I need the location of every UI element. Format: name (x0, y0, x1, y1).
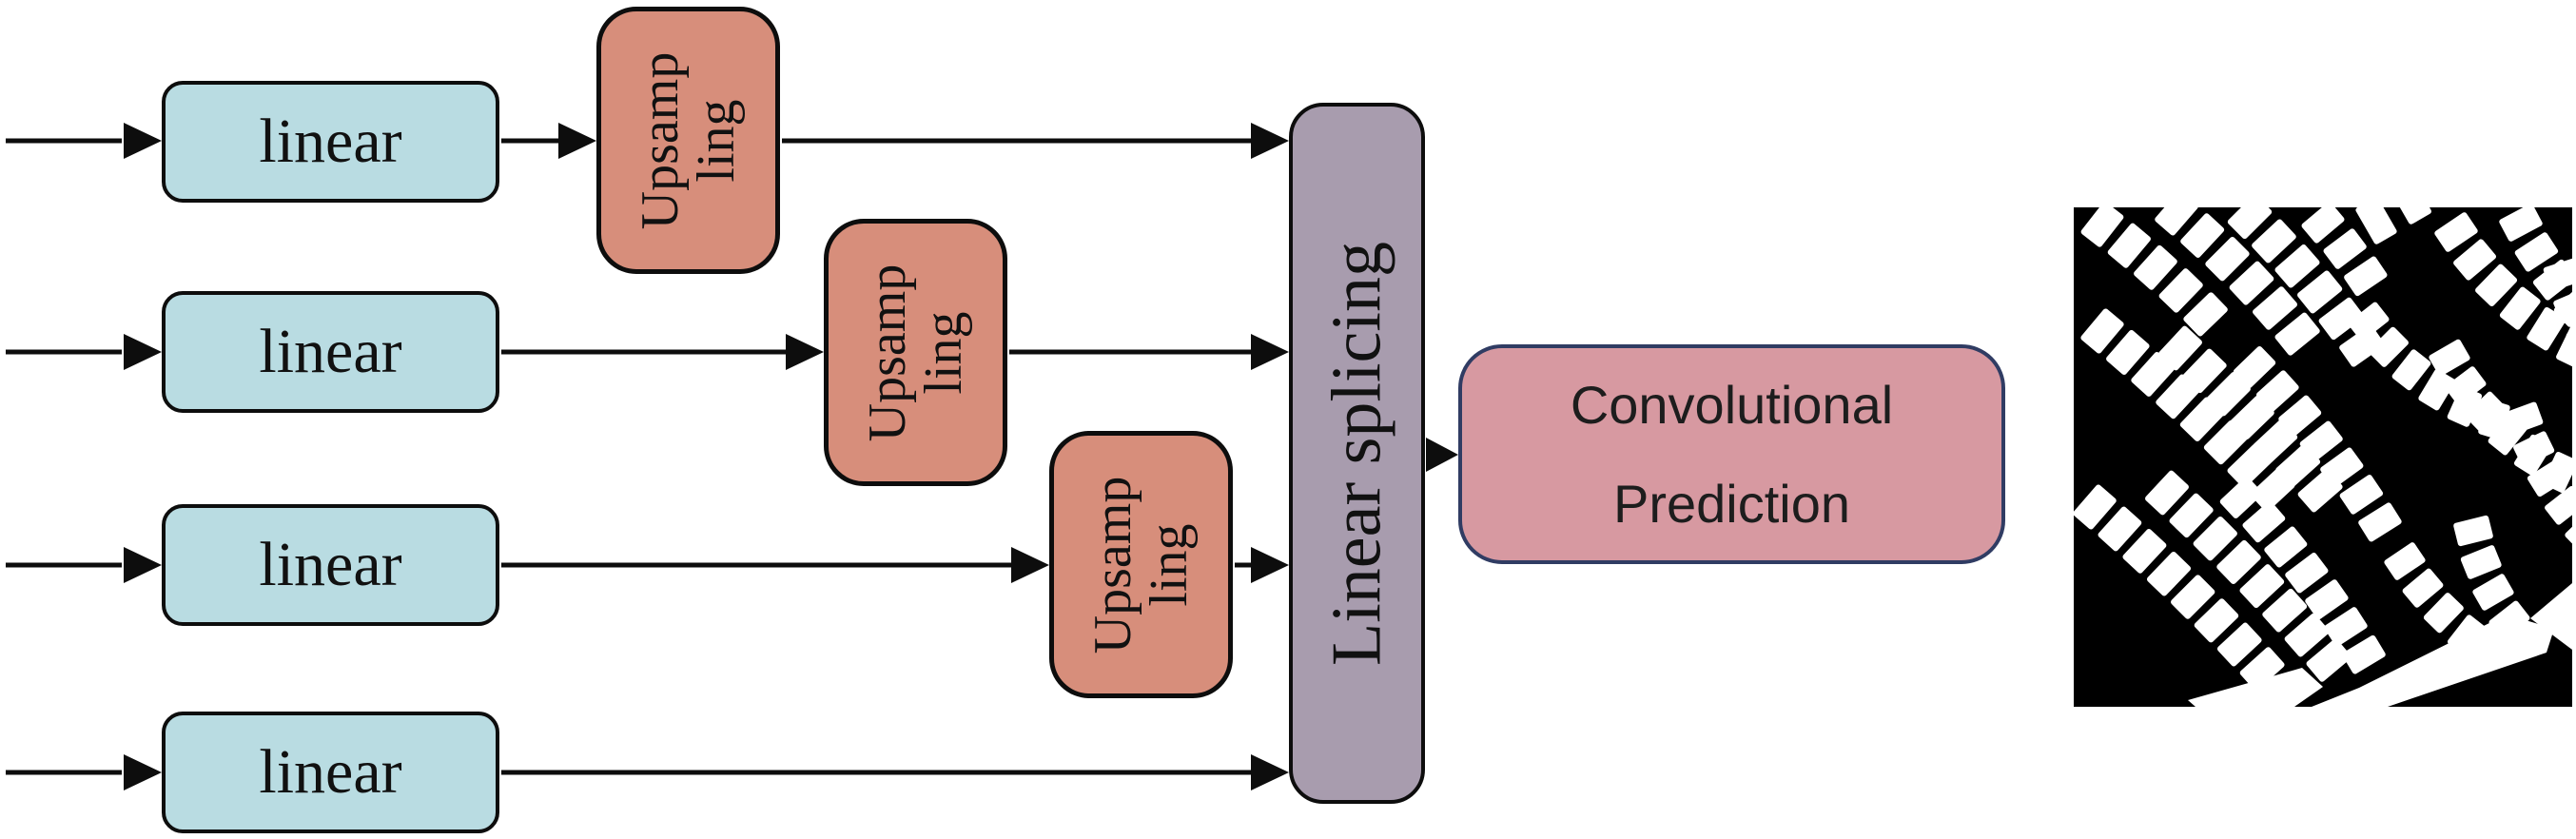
linear-box-3: linear (162, 504, 499, 626)
prediction-label-line2: Prediction (1612, 473, 1851, 534)
linear-box-1: linear (162, 81, 499, 203)
arrowhead-input-1 (124, 123, 162, 159)
upsampling-box-2-label: Upsamp ling (857, 263, 973, 441)
linear-box-4-label: linear (259, 737, 402, 807)
convolutional-prediction-box: Convolutional Prediction (1458, 344, 2005, 564)
upsampling-box-3: Upsamp ling (1049, 431, 1233, 698)
arrow-heads (124, 123, 1458, 790)
arrowhead-splice-2 (1251, 334, 1289, 370)
upsampling-box-1-label: Upsamp ling (630, 51, 746, 229)
linear-splicing-box: Linear splicing (1289, 103, 1425, 804)
segmentation-mask-image (2074, 207, 2572, 707)
linear-box-3-label: linear (259, 530, 402, 599)
upsampling-box-1: Upsamp ling (596, 7, 780, 274)
linear-splicing-label: Linear splicing (1317, 241, 1395, 666)
arrowhead-input-3 (124, 547, 162, 583)
arrowhead-splice-1 (1251, 123, 1289, 159)
arrowhead-splice-4 (1251, 754, 1289, 790)
linear-box-2: linear (162, 291, 499, 413)
arrowhead-up1 (558, 123, 596, 159)
linear-box-2-label: linear (259, 317, 402, 386)
prediction-label-line1: Convolutional (1570, 374, 1894, 435)
arrowhead-input-4 (124, 754, 162, 790)
arrowhead-input-2 (124, 334, 162, 370)
linear-box-4: linear (162, 712, 499, 833)
linear-box-1-label: linear (259, 107, 402, 176)
arrowhead-splice-3 (1251, 547, 1289, 583)
arrowhead-up2 (786, 334, 824, 370)
arrowhead-up3 (1011, 547, 1049, 583)
upsampling-box-2: Upsamp ling (824, 219, 1007, 486)
arrowhead-pred (1426, 438, 1458, 472)
arrow-lines (6, 138, 1427, 775)
mask-buildings (2074, 207, 2572, 707)
upsampling-box-3-label: Upsamp ling (1083, 476, 1199, 654)
